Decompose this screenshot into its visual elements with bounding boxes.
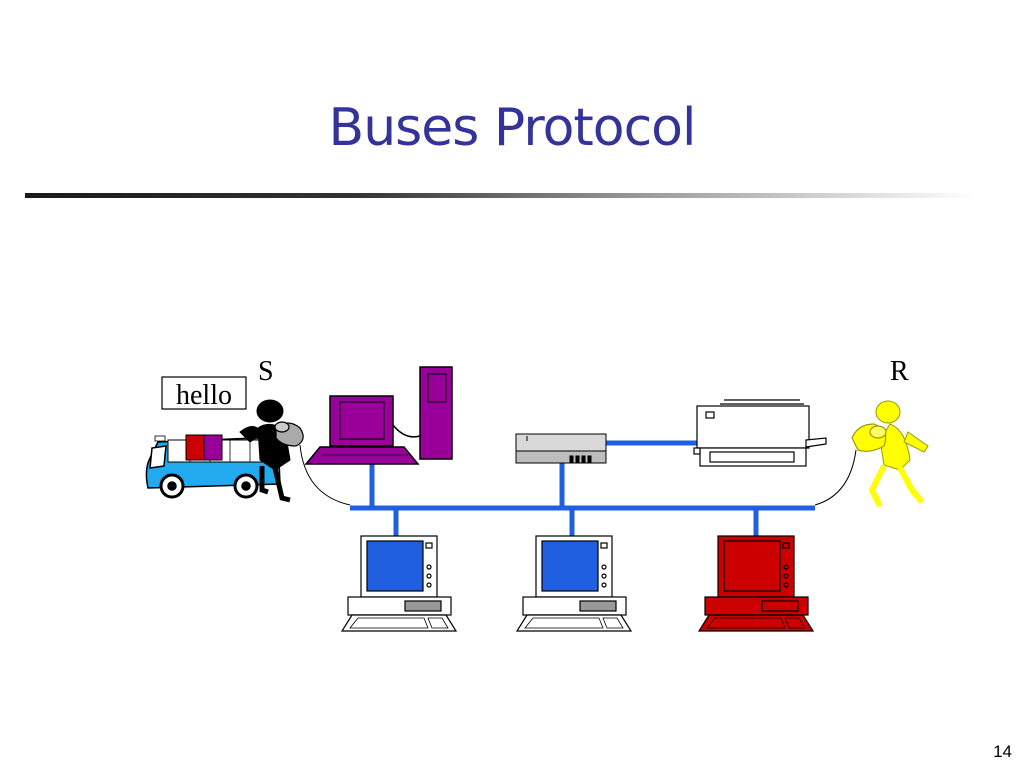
modem-device [515, 433, 607, 464]
receiver-person [868, 400, 929, 508]
workstation-red [697, 535, 815, 632]
title-divider [25, 193, 975, 198]
message-box [161, 376, 247, 410]
sender-connection-arc [299, 444, 351, 506]
printer-device [693, 399, 827, 467]
page-number: 14 [993, 742, 1012, 761]
receiver-label: R [890, 356, 909, 387]
sender-label: S [258, 356, 274, 387]
workstation-blue-1 [340, 535, 458, 632]
receiver-connection-arc [814, 449, 857, 506]
network-bus [350, 440, 815, 537]
workstation-blue-2 [515, 535, 633, 632]
sender-person [239, 399, 291, 503]
message-label: hello [176, 380, 232, 411]
receiver-phone-icon [851, 423, 887, 452]
delivery-truck [145, 434, 281, 499]
slide-title: Buses Protocol [328, 98, 697, 158]
purple-desktop-computer [304, 366, 453, 465]
sender-phone-icon [274, 421, 304, 447]
